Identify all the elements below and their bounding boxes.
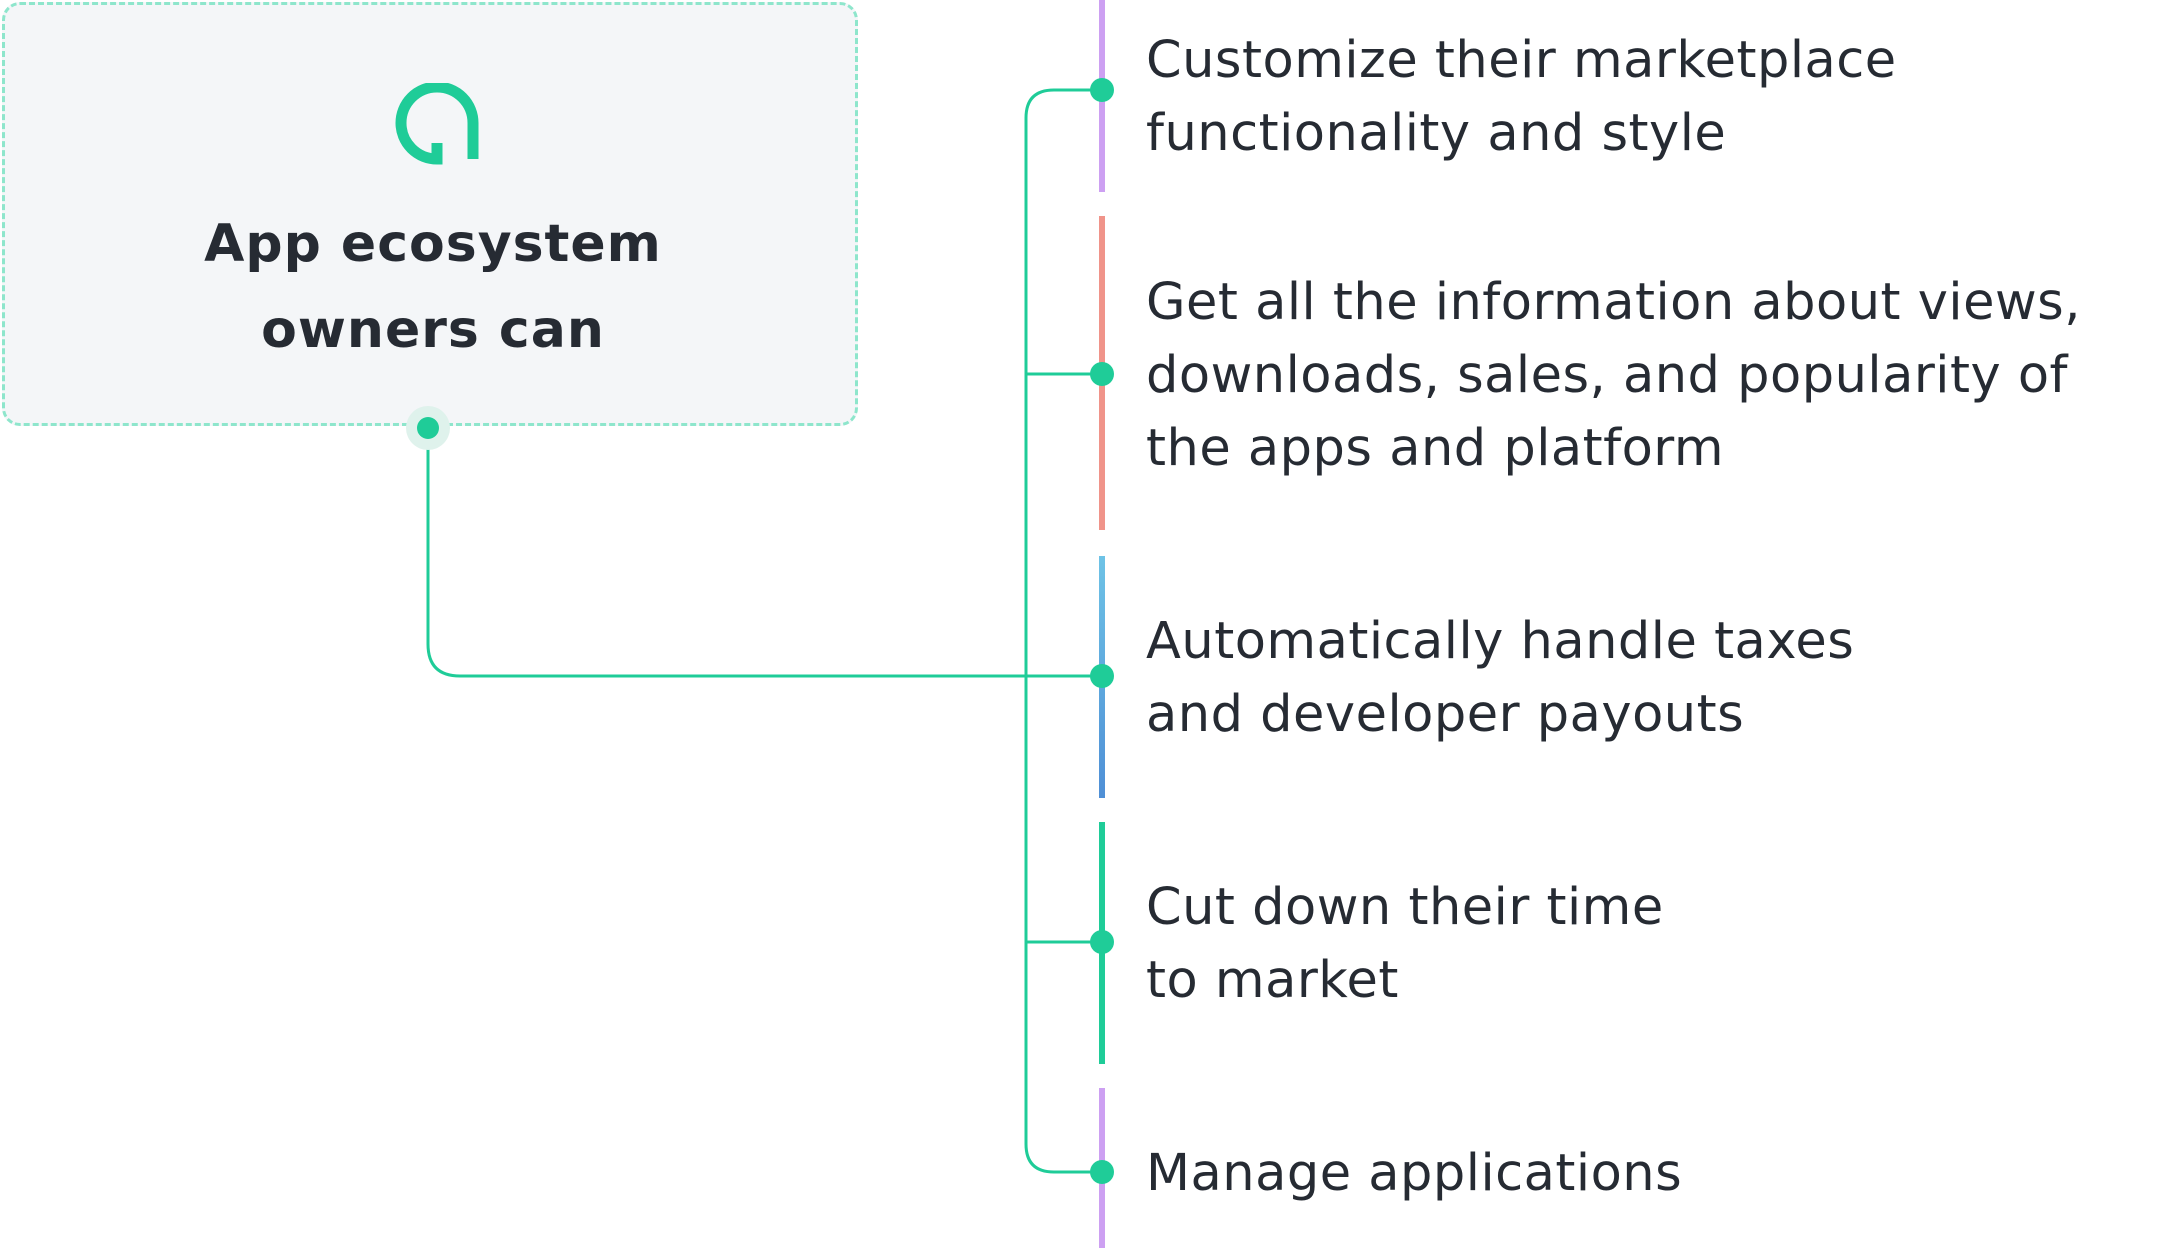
benefit-line: Get all the information about views, <box>1146 273 2081 332</box>
benefit-item-time-to-market: Cut down their time to market <box>1146 871 1664 1017</box>
benefit-item-analytics: Get all the information about views, dow… <box>1146 266 2081 485</box>
connector-node <box>1090 664 1114 688</box>
benefit-line: Manage applications <box>1146 1144 1683 1203</box>
connector-trunk <box>1024 88 1102 1174</box>
benefit-line: and developer payouts <box>1146 685 1745 744</box>
connector-node <box>1090 930 1114 954</box>
benefit-line: to market <box>1146 951 1399 1010</box>
benefit-line: functionality and style <box>1146 104 1727 163</box>
benefit-line: the apps and platform <box>1146 419 1725 478</box>
benefit-line: Automatically handle taxes <box>1146 612 1855 671</box>
benefit-line: Cut down their time <box>1146 878 1664 937</box>
benefit-item-customize: Customize their marketplace functionalit… <box>1146 24 1897 170</box>
source-card: App ecosystem owners can <box>2 2 858 426</box>
app-ecosystem-logo-icon <box>395 83 479 165</box>
benefit-line: Customize their marketplace <box>1146 31 1897 90</box>
benefit-item-manage-apps: Manage applications <box>1146 1137 1682 1210</box>
source-node <box>417 417 439 439</box>
connector-node <box>1090 1160 1114 1184</box>
card-title-line-1: App ecosystem <box>204 214 662 274</box>
connector-node <box>1090 78 1114 102</box>
card-title: App ecosystem owners can <box>5 201 861 373</box>
connector-source <box>426 428 1102 678</box>
benefit-line: downloads, sales, and popularity of <box>1146 346 2069 405</box>
benefit-item-taxes-payouts: Automatically handle taxes and developer… <box>1146 605 1854 751</box>
card-title-line-2: owners can <box>261 300 605 360</box>
connector-node <box>1090 362 1114 386</box>
